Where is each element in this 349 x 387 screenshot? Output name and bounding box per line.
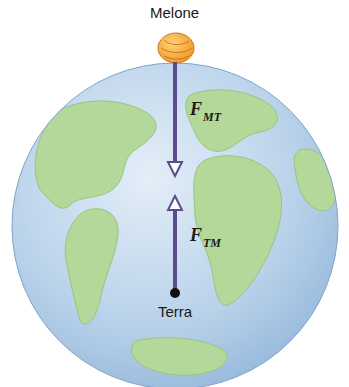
continents [35,90,336,375]
force-subscript: TM [203,237,221,249]
object-label: Terra [158,304,192,319]
force-vector-mt [168,62,182,176]
object-label: Melone [150,5,199,20]
earth-center-dot [170,288,180,298]
earth-globe [12,63,338,387]
force-symbol: F [190,226,202,244]
melon [158,33,194,63]
force-symbol: F [190,100,202,118]
force-vector-tm [168,196,182,292]
force-subscript: MT [203,111,221,123]
